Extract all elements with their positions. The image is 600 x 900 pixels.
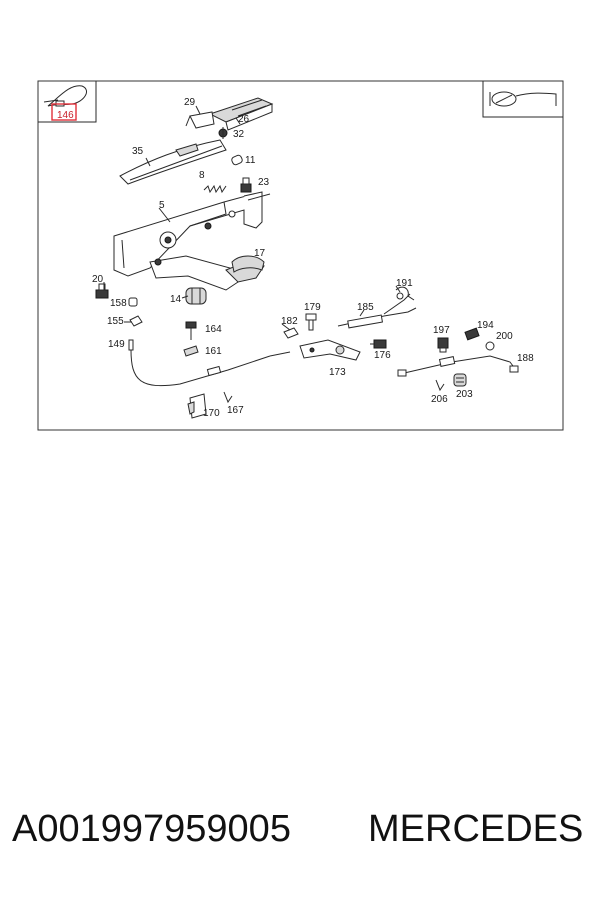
brand-name: MERCEDES (368, 808, 584, 850)
callout-179: 179 (304, 302, 321, 313)
part-clip-206 (435, 379, 445, 392)
part-clip-182 (283, 327, 299, 339)
callout-173: 173 (329, 367, 346, 378)
part-screw-164 (185, 321, 197, 340)
part-nut-158 (128, 297, 138, 307)
part-cover (119, 139, 227, 185)
brake-lever-symbol-icon (489, 91, 557, 107)
callout-155: 155 (107, 316, 124, 327)
callout-170: 170 (203, 408, 220, 419)
part-bolt (240, 177, 252, 193)
diagram-frame (37, 80, 564, 431)
callout-146: 146 (57, 110, 74, 121)
part-handle-assembly (185, 97, 274, 139)
callout-164: 164 (205, 324, 222, 335)
part-clip-155 (129, 315, 143, 327)
highlight-box-146 (51, 103, 77, 121)
callout-14: 14 (170, 294, 182, 305)
callout-206: 206 (431, 394, 448, 405)
part-cable-149 (128, 339, 291, 387)
part-cable-188 (397, 355, 519, 377)
callout-200: 200 (496, 331, 513, 342)
footer: A001997959005 MERCEDES (12, 808, 592, 858)
part-number: A001997959005 (12, 808, 291, 850)
part-bolt-197 (437, 337, 449, 353)
part-spacer (231, 154, 243, 166)
callout-labels: 29 26 32 35 11 8 23 5 17 20 14 158 155 1… (92, 97, 534, 419)
callout-5: 5 (159, 200, 165, 211)
callout-158: 158 (110, 298, 127, 309)
part-pin-179 (305, 313, 317, 331)
callout-11: 11 (245, 155, 256, 166)
callout-194: 194 (477, 320, 494, 331)
part-bolt-20 (95, 283, 109, 299)
part-bushing (185, 287, 207, 305)
part-bolt-194 (464, 327, 480, 341)
part-bolt-176 (370, 339, 387, 349)
part-clip-161 (183, 345, 199, 357)
callout-29: 29 (184, 97, 196, 108)
cable-tie-icon (43, 85, 87, 107)
callout-20: 20 (92, 274, 104, 285)
callout-8: 8 (199, 170, 205, 181)
callout-149: 149 (108, 339, 125, 350)
callout-32: 32 (233, 129, 245, 140)
callout-203: 203 (456, 389, 473, 400)
part-clip-167 (223, 391, 233, 404)
part-pedal-pad (231, 255, 265, 273)
part-bracket-170 (187, 393, 207, 419)
callout-leaders (103, 105, 401, 331)
callout-176: 176 (374, 350, 391, 361)
callout-26: 26 (238, 114, 250, 125)
callout-161: 161 (205, 346, 222, 357)
callout-182: 182 (281, 316, 298, 327)
callout-191: 191 (396, 278, 413, 289)
callout-35: 35 (132, 146, 144, 157)
inset-box-cable-tie: 146 (38, 81, 97, 123)
callout-185: 185 (357, 302, 374, 313)
part-grommet-203 (453, 373, 467, 387)
part-nut-200 (485, 341, 495, 351)
part-bracket-173 (299, 339, 361, 361)
part-cable-185 (337, 292, 417, 329)
callout-23: 23 (258, 177, 270, 188)
part-pedal-bracket (113, 191, 271, 291)
callout-17: 17 (254, 248, 266, 259)
inset-box-brake-symbol (482, 81, 563, 118)
callout-188: 188 (517, 353, 534, 364)
callout-197: 197 (433, 325, 450, 336)
part-spring (203, 184, 227, 194)
callout-167: 167 (227, 405, 244, 416)
